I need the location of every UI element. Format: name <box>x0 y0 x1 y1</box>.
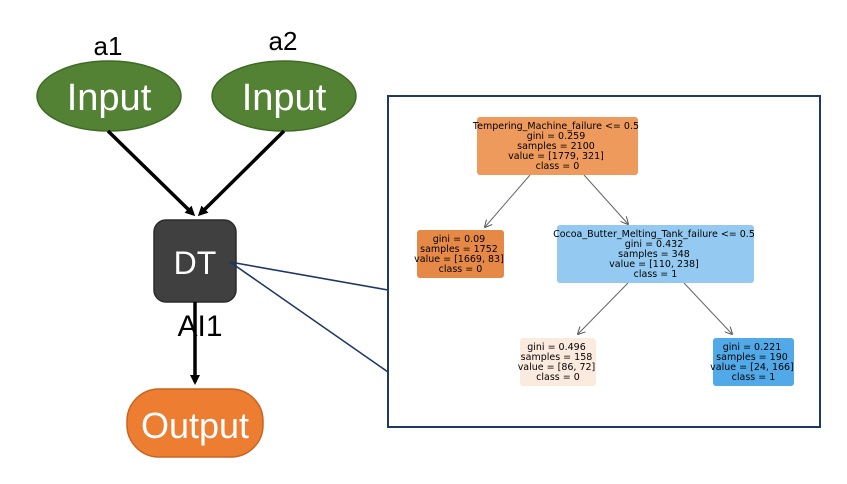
tree-node-3-line: value = [86, 72] <box>518 362 596 373</box>
callout-line-bottom <box>229 261 389 373</box>
input-node-a2: Input <box>211 60 357 132</box>
tree-node-2-line: samples = 348 <box>618 249 690 260</box>
tree-node-1-line: gini = 0.09 <box>433 234 485 245</box>
tree-node-4-line: samples = 190 <box>716 352 788 363</box>
tree-node-0-line: samples = 2100 <box>517 141 595 152</box>
edge-a2-to-dt <box>197 129 286 217</box>
tree-edge-2-4 <box>683 282 732 334</box>
tree-edge-2-3 <box>578 282 629 334</box>
tree-node-2-line: class = 1 <box>634 269 678 280</box>
input-node-a2-label: Input <box>242 77 327 119</box>
tree-node-left: gini = 0.09 samples = 1752 value = [1669… <box>414 230 507 278</box>
tree-node-0-line: Tempering_Machine_failure <= 0.5 <box>472 121 639 132</box>
tree-node-0-line: gini = 0.259 <box>527 131 586 142</box>
input-node-a1: Input <box>36 60 182 132</box>
tree-node-1-line: class = 0 <box>439 264 483 275</box>
tree-node-right-left: gini = 0.496 samples = 158 value = [86, … <box>518 338 599 386</box>
svg-text:gini = 0.496 samples = 1: gini = 0.496 samples = 158 value = [86, … <box>518 342 599 383</box>
output-node: Output <box>126 388 264 458</box>
edge-a1-to-dt <box>106 129 196 217</box>
tree-node-0-line: value = [1779, 321] <box>508 151 604 162</box>
output-node-label: Output <box>141 405 249 446</box>
tree-node-0-line: class = 0 <box>536 161 580 172</box>
svg-text:Tempering_Machine_failure <= 0: Tempering_Machine_failure <= 0.5 gini = … <box>472 121 642 172</box>
tree-edge-0-2 <box>583 174 628 224</box>
svg-text:gini = 0.09 samples = 17: gini = 0.09 samples = 1752 value = [1669… <box>414 234 507 275</box>
tree-node-3-line: samples = 158 <box>521 352 593 363</box>
tree-node-4-line: gini = 0.221 <box>723 342 782 353</box>
tree-node-1-line: value = [1669, 83] <box>414 254 504 265</box>
tree-node-4-line: class = 1 <box>732 372 776 383</box>
input-a2-name: a2 <box>269 26 298 56</box>
callout-line-top <box>229 261 389 291</box>
input-a1-name: a1 <box>94 31 123 61</box>
model-name: AI1 <box>177 310 222 343</box>
tree-node-2-line: gini = 0.432 <box>625 239 684 250</box>
svg-text:Cocoa_Butter_Melting_Tank_fail: Cocoa_Butter_Melting_Tank_failure <= 0.5… <box>553 229 758 280</box>
tree-node-root: Tempering_Machine_failure <= 0.5 gini = … <box>472 117 642 175</box>
tree-node-right: Cocoa_Butter_Melting_Tank_failure <= 0.5… <box>553 225 758 283</box>
tree-node-3-line: class = 0 <box>536 372 580 383</box>
tree-node-4-line: value = [24, 166] <box>710 362 794 373</box>
input-node-a1-label: Input <box>67 77 152 119</box>
model-node-dt: DT <box>153 219 237 303</box>
model-node-label: DT <box>174 245 217 281</box>
svg-text:gini = 0.221 samples = 1: gini = 0.221 samples = 190 value = [24, … <box>710 342 797 383</box>
tree-node-1-line: samples = 1752 <box>420 244 498 255</box>
tree-node-3-line: gini = 0.496 <box>527 342 586 353</box>
tree-node-2-line: value = [110, 238] <box>609 259 699 270</box>
tree-node-2-line: Cocoa_Butter_Melting_Tank_failure <= 0.5 <box>553 229 755 240</box>
tree-node-right-right: gini = 0.221 samples = 190 value = [24, … <box>710 338 797 386</box>
tree-edge-0-1 <box>485 174 531 227</box>
